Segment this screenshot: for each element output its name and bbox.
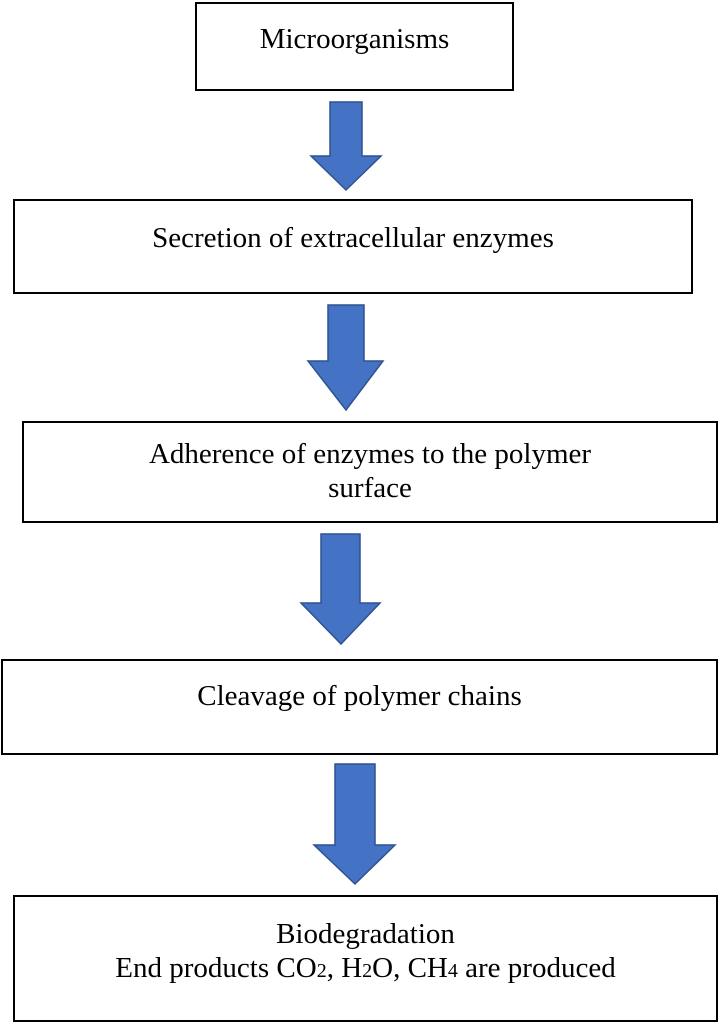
- end-products-prefix: End products: [115, 952, 277, 984]
- step-secretion: Secretion of extracellular enzymes: [13, 199, 693, 294]
- end-products-suffix: are produced: [457, 952, 616, 984]
- arrow-4: [312, 763, 397, 886]
- step-label: Cleavage of polymer chains: [197, 680, 522, 712]
- arrow-3: [299, 533, 382, 646]
- product-h2o: H2O,: [341, 952, 408, 984]
- step-label-line-2: surface: [328, 472, 412, 504]
- step-label: Biodegradation: [276, 918, 455, 950]
- product-co2: CO2,: [276, 952, 342, 984]
- step-label: Secretion of extracellular enzymes: [152, 222, 554, 254]
- step-biodegradation: Biodegradation End products CO2, H2O, CH…: [13, 895, 718, 1022]
- end-products-line: End products CO2, H2O, CH4 are produced: [15, 951, 716, 988]
- arrow-2: [306, 304, 385, 412]
- step-microorganisms: Microorganisms: [195, 2, 514, 91]
- arrow-1: [309, 101, 383, 192]
- step-label: Microorganisms: [259, 23, 450, 55]
- step-label-line-1: Adherence of enzymes to the polymer: [148, 438, 592, 470]
- step-adherence: Adherence of enzymes to the polymer surf…: [22, 421, 718, 523]
- product-ch4: CH4: [407, 952, 458, 984]
- step-cleavage: Cleavage of polymer chains: [1, 659, 718, 755]
